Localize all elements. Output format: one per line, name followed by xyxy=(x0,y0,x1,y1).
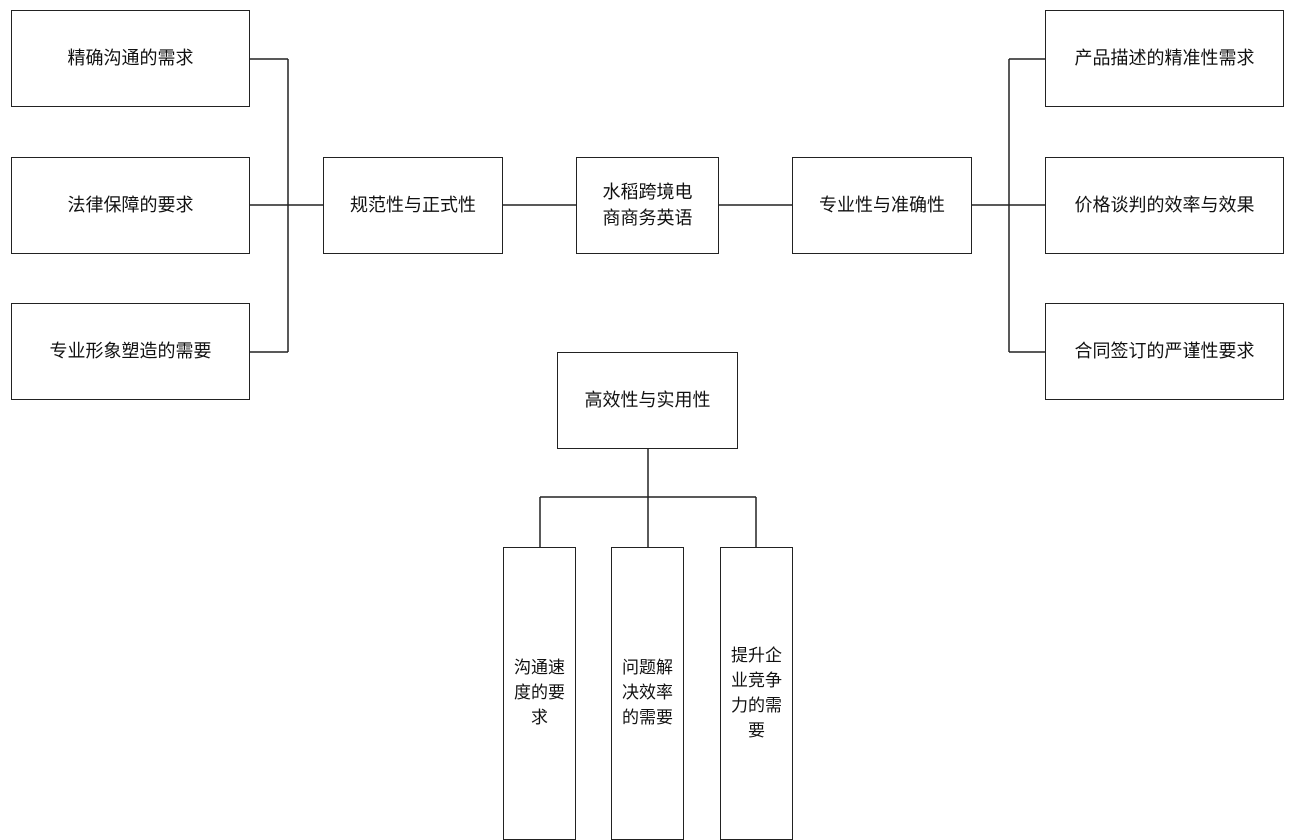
node-contract-signing: 合同签订的严谨性要求 xyxy=(1045,303,1284,400)
node-efficiency: 高效性与实用性 xyxy=(557,352,738,449)
node-precise-communication: 精确沟通的需求 xyxy=(11,10,250,107)
node-formality: 规范性与正式性 xyxy=(323,157,503,254)
node-legal-protection: 法律保障的要求 xyxy=(11,157,250,254)
node-product-description: 产品描述的精准性需求 xyxy=(1045,10,1284,107)
node-center-topic: 水稻跨境电商商务英语 xyxy=(576,157,719,254)
node-price-negotiation: 价格谈判的效率与效果 xyxy=(1045,157,1284,254)
node-competitiveness: 提升企业竞争力的需要 xyxy=(720,547,793,840)
node-problem-solving: 问题解决效率的需要 xyxy=(611,547,684,840)
node-communication-speed: 沟通速度的要求 xyxy=(503,547,576,840)
node-accuracy: 专业性与准确性 xyxy=(792,157,972,254)
node-professional-image: 专业形象塑造的需要 xyxy=(11,303,250,400)
